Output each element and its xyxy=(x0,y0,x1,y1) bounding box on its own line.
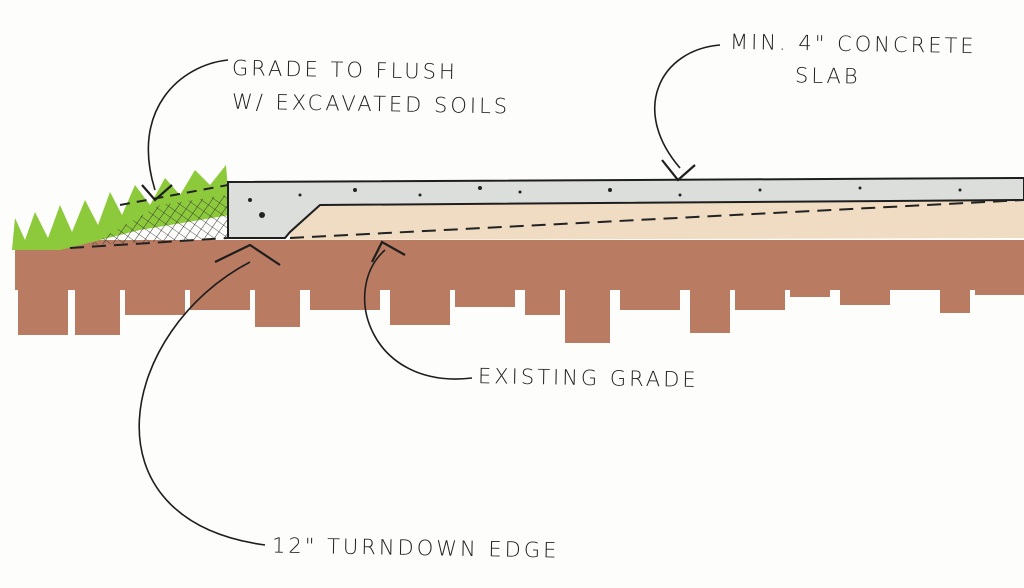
leader-lines xyxy=(138,44,721,546)
label-slab-line1: Min. 4" Concrete xyxy=(729,29,977,59)
label-grade-line2: w/ Excavated Soils xyxy=(231,89,511,119)
aggregate-dots xyxy=(248,186,962,218)
label-turndown-edge: 12" Turndown Edge xyxy=(271,533,560,563)
label-existing-grade: Existing Grade xyxy=(477,364,699,392)
excavated-soil-hatch xyxy=(90,195,228,245)
grass xyxy=(12,165,230,250)
soil xyxy=(15,240,1024,343)
existing-grade-line xyxy=(69,199,1024,249)
label-grade-line1: Grade To Flush xyxy=(231,56,458,84)
label-slab-line2: Slab xyxy=(794,63,861,89)
concrete-slab xyxy=(227,176,1024,239)
grade-dashed-line xyxy=(119,184,229,206)
